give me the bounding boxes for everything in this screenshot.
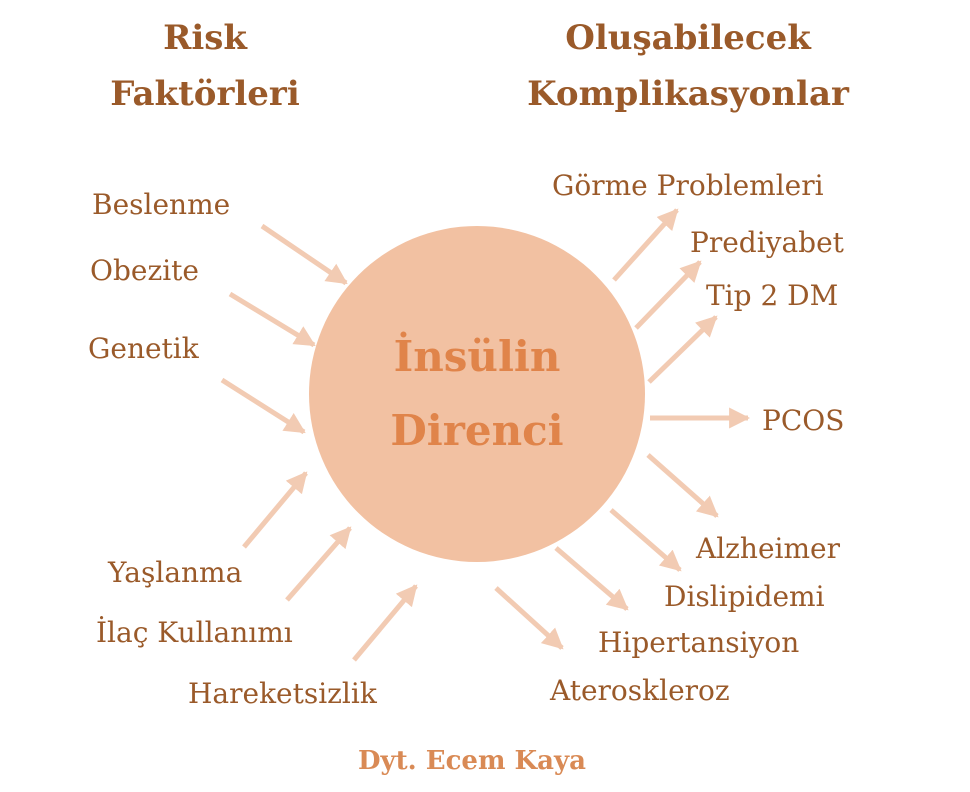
arrow-hipertansiyon [554,546,629,611]
complication-tip-2-dm: Tip 2 DM [706,279,839,312]
risk-factor-genetik: Genetik [88,332,199,365]
complication-ateroskleroz: Ateroskleroz [550,674,730,707]
heading-complications-line-1: Oluşabilecek [565,18,811,58]
complication-alzheimer: Alzheimer [696,532,840,565]
arrow-yaslanma [242,471,308,549]
complication-dislipidemi: Dislipidemi [664,580,825,613]
center-label: İnsülin Direnci [310,320,644,468]
complication-gorme-problemleri: Görme Problemleri [552,169,824,202]
heading-risk-line-1: Risk [163,18,247,58]
arrow-tip2dm [647,315,718,384]
arrow-alzheimer [646,453,719,518]
risk-factor-hareketsizlik: Hareketsizlik [188,677,377,710]
author-credit: Dyt. Ecem Kaya [358,746,586,776]
center-label-line-2: Direnci [390,406,564,455]
arrow-hareketsizlik [352,584,418,662]
arrow-dislipidemi [609,508,682,572]
arrow-genetik [220,377,306,435]
heading-complications: Oluşabilecek Komplikasyonlar [478,10,898,122]
heading-risk-line-2: Faktörleri [110,74,300,114]
risk-factor-beslenme: Beslenme [92,188,231,221]
arrow-gorme [612,208,679,282]
risk-factor-yaslanma: Yaşlanma [108,556,243,589]
arrow-ateroskleroz [494,586,564,650]
arrow-ilac [285,526,352,602]
arrow-prediyabet [634,260,702,330]
heading-risk-factors: Risk Faktörleri [80,10,330,122]
complication-hipertansiyon: Hipertansiyon [598,626,800,659]
risk-factor-obezite: Obezite [90,254,199,287]
complication-prediyabet: Prediyabet [690,226,844,259]
arrow-beslenme [260,223,348,286]
arrow-obezite [228,291,316,348]
center-circle [309,226,645,562]
complication-pcos: PCOS [762,404,845,437]
risk-factor-ilac-kullanimi: İlaç Kullanımı [96,616,293,649]
heading-complications-line-2: Komplikasyonlar [527,74,849,114]
center-label-line-1: İnsülin [393,332,561,381]
